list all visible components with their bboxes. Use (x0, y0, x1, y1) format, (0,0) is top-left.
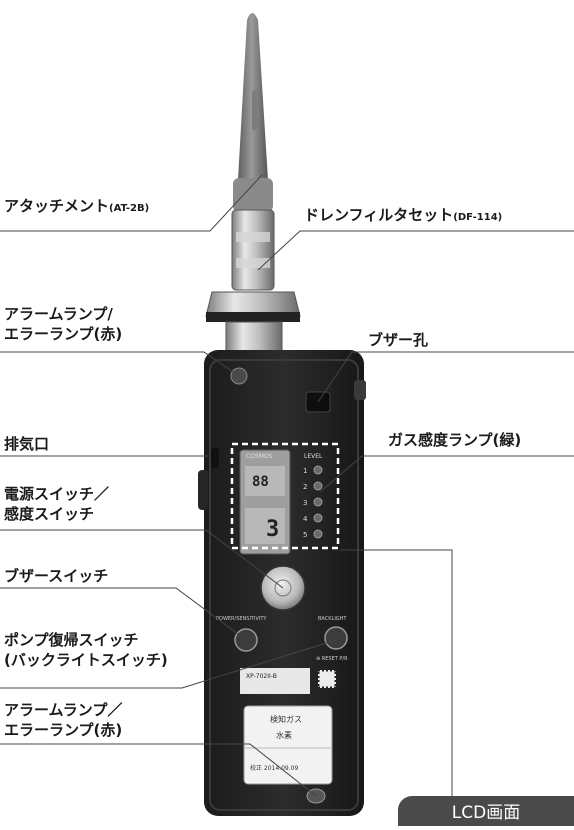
level-lamp-5 (313, 529, 323, 539)
attachment-antenna (233, 13, 273, 212)
label-buzzer-hole-text: ブザー孔 (368, 331, 429, 349)
leader-drain-filter (257, 230, 574, 271)
label-alarm-lamp-bottom-line1: アラームランプ／ (4, 701, 123, 719)
level-number-2: 2 (303, 483, 307, 491)
reset-caption: ⊕ RESET P/R (316, 656, 348, 662)
power-caption: POWER/SENSITIVITY (216, 616, 267, 622)
badge-line-2: 水素 (276, 730, 292, 740)
qr-code (316, 668, 338, 690)
leader-lcd (340, 549, 453, 796)
label-pump-reset-line1: ポンプ復帰スイッチ (4, 631, 139, 649)
model-label (240, 668, 310, 694)
label-alarm-lamp-bottom: アラームランプ／ エラーランプ(赤) (4, 700, 122, 740)
level-lamps: 1 2 3 4 5 (303, 465, 323, 539)
leader-attachment (0, 174, 263, 232)
label-attachment: アタッチメント(AT-2B) (4, 196, 149, 219)
label-alarm-lamp-top-line2: エラーランプ(赤) (4, 325, 123, 343)
level-lamp-4 (313, 513, 323, 523)
level-header: LEVEL (304, 453, 323, 460)
label-gas-sensitivity-lamp-text: ガス感度ランプ(緑) (388, 431, 522, 449)
leader-lines (0, 174, 574, 797)
lcd-top-value: 88 (252, 474, 269, 490)
label-alarm-lamp-bottom-line2: エラーランプ(赤) (4, 721, 123, 739)
leader-alarm-top (0, 351, 240, 377)
label-power-switch: 電源スイッチ／ 感度スイッチ (4, 484, 109, 524)
level-lamp-2 (313, 481, 323, 491)
label-power-switch-line2: 感度スイッチ (4, 505, 95, 523)
lcd-highlight-box (230, 442, 340, 550)
label-drain-filter-code: (DF-114) (453, 212, 503, 223)
level-lamp-3 (313, 497, 323, 507)
label-alarm-lamp-top: アラームランプ/ エラーランプ(赤) (4, 304, 122, 344)
label-power-switch-line1: 電源スイッチ／ (4, 485, 110, 503)
gas-badge (243, 705, 333, 785)
level-number-5: 5 (303, 531, 307, 539)
leader-alarm-bottom (0, 743, 317, 797)
lcd-reading: 3 (266, 517, 279, 542)
leader-gas-lamp (319, 455, 574, 493)
label-attachment-name: アタッチメント (4, 197, 110, 215)
label-buzzer-hole: ブザー孔 (368, 330, 428, 350)
lcd-screen-tab-text: LCD画面 (451, 803, 521, 823)
label-pump-reset: ポンプ復帰スイッチ (バックライトスイッチ) (4, 630, 168, 670)
label-exhaust-text: 排気口 (4, 435, 50, 453)
level-lamp-1 (313, 465, 323, 475)
badge-line-1: 検知ガス (270, 714, 302, 724)
level-number-1: 1 (303, 467, 307, 475)
leader-buzzer-switch (0, 587, 247, 641)
label-drain-filter: ドレンフィルタセット(DF-114) (304, 205, 502, 228)
level-number-4: 4 (303, 515, 308, 523)
lcd-panel (239, 449, 291, 555)
exhaust-port (211, 448, 219, 468)
brand-text: COSMOS (246, 453, 273, 460)
backlight-caption: BACKLIGHT (318, 616, 347, 622)
leader-pump-reset (0, 639, 337, 689)
lcd-screen-tab: LCD画面 (398, 796, 574, 826)
badge-line-3: 校正 2014.09.09 (250, 764, 298, 772)
label-attachment-code: (AT-2B) (109, 203, 150, 214)
level-number-3: 3 (303, 499, 307, 507)
label-buzzer-switch-text: ブザースイッチ (4, 567, 109, 585)
leader-power-switch (0, 529, 284, 589)
model-text: XP-702II-B (246, 673, 277, 680)
drain-filter (205, 209, 301, 353)
leader-buzzer-hole (317, 351, 574, 403)
label-pump-reset-line2: (バックライトスイッチ) (4, 651, 168, 669)
pump-reset-switch[interactable] (324, 626, 348, 650)
label-drain-filter-name: ドレンフィルタセット (304, 206, 454, 224)
label-alarm-lamp-top-line1: アラームランプ/ (4, 305, 113, 323)
label-buzzer-switch: ブザースイッチ (4, 566, 108, 586)
label-gas-sensitivity-lamp: ガス感度ランプ(緑) (388, 430, 521, 450)
label-exhaust: 排気口 (4, 434, 49, 454)
